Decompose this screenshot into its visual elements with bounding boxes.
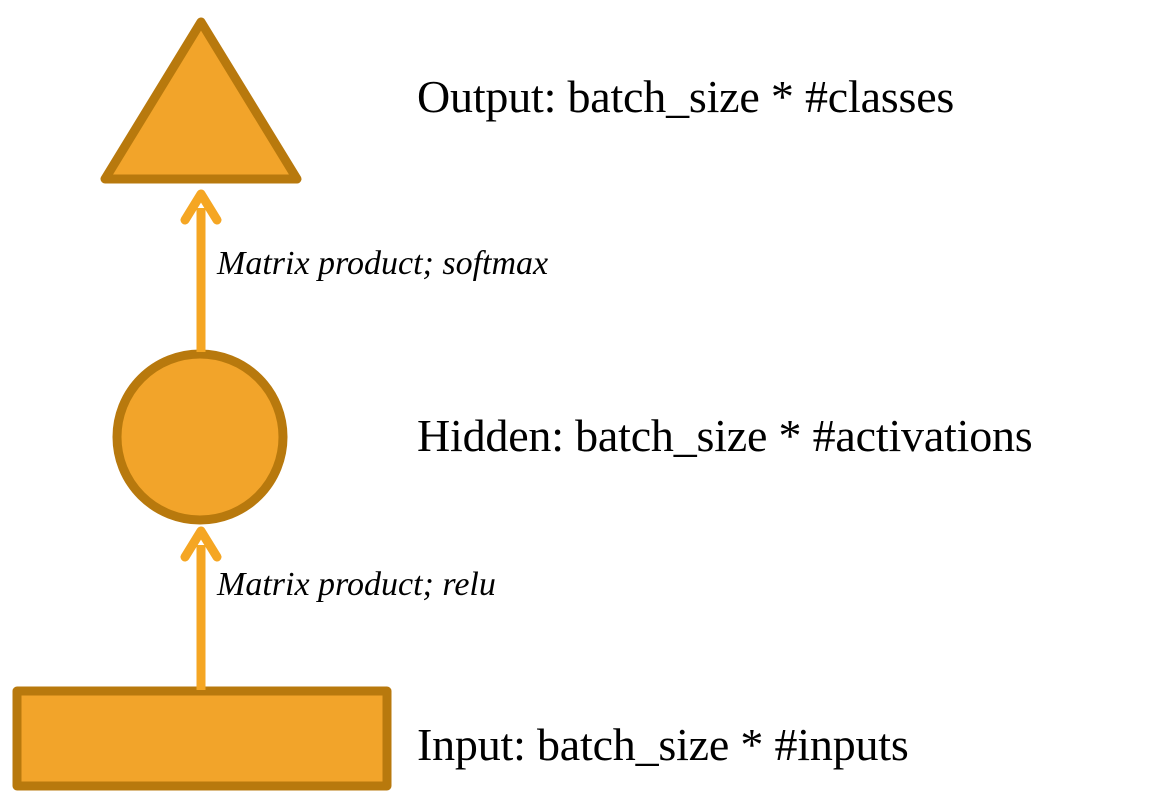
input-to-hidden-arrow[interactable] bbox=[180, 526, 222, 690]
hidden-to-output-edge-label: Matrix product; softmax bbox=[217, 245, 549, 282]
output-node-triangle[interactable] bbox=[100, 17, 302, 184]
input-node-label: Input: batch_size * #inputs bbox=[417, 719, 909, 770]
hidden-node-circle[interactable] bbox=[112, 349, 288, 525]
output-node-label: Output: batch_size * #classes bbox=[417, 71, 955, 122]
input-to-hidden-edge-label: Matrix product; relu bbox=[217, 566, 496, 603]
input-node-rectangle[interactable] bbox=[12, 686, 392, 791]
hidden-node-label: Hidden: batch_size * #activations bbox=[417, 410, 1033, 461]
input-to-hidden-arrow-head bbox=[180, 526, 222, 562]
hidden-to-output-arrow[interactable] bbox=[180, 189, 222, 352]
hidden-to-output-arrow-head bbox=[180, 189, 222, 225]
